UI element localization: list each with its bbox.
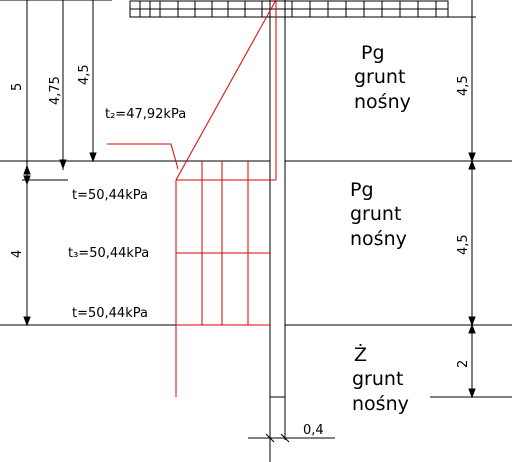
- soil-layer-3-line1: grunt: [352, 368, 403, 390]
- soil-layer-1-line1: grunt: [354, 66, 405, 88]
- soil-layer-3-symbol: Ż: [354, 343, 367, 366]
- dim-label-4-75: 4,75: [48, 76, 63, 105]
- dim-label-4-5: 4,5: [77, 64, 92, 85]
- left-dimension-lines: [23, 0, 97, 327]
- soil-layer-2: Pg grunt nośny: [350, 179, 407, 250]
- t2-leader: [107, 143, 179, 170]
- right-reference-lines: [285, 16, 512, 398]
- soil-layer-1: Pg grunt nośny: [354, 42, 411, 113]
- left-reference-lines: [0, 0, 270, 326]
- dim-label-5: 5: [10, 83, 25, 91]
- top-slab: [129, 0, 449, 18]
- earth-pressure-diagram: [107, 0, 277, 397]
- soil-layer-3: Ż grunt nośny: [352, 343, 409, 415]
- dim-label-layer3: 2: [456, 360, 471, 368]
- dim-label-4: 4: [10, 250, 25, 258]
- soil-layer-3-line2: nośny: [352, 393, 409, 415]
- label-t2: t₂=47,92kPa: [105, 107, 186, 122]
- triangle-hypotenuse: [175, 0, 277, 181]
- label-t3: t₃=50,44kPa: [68, 246, 149, 261]
- soil-layer-1-symbol: Pg: [361, 42, 385, 64]
- label-t-top: t=50,44kPa: [72, 188, 148, 203]
- dim-label-layer2: 4,5: [456, 234, 471, 255]
- wall-thickness-dimension: [248, 397, 335, 443]
- soil-layer-2-line1: grunt: [350, 203, 401, 225]
- wall-thickness-label: 0,4: [303, 423, 324, 438]
- sheet-pile-wall: [269, 0, 286, 462]
- slab-hatch: [139, 1, 437, 17]
- soil-layer-2-symbol: Pg: [350, 179, 374, 201]
- soil-layer-2-line2: nośny: [350, 228, 407, 250]
- right-dimension-lines: [468, 0, 476, 399]
- label-t-bottom: t=50,44kPa: [72, 306, 148, 321]
- soil-layer-1-line2: nośny: [354, 91, 411, 113]
- dim-label-layer1: 4,5: [456, 75, 471, 96]
